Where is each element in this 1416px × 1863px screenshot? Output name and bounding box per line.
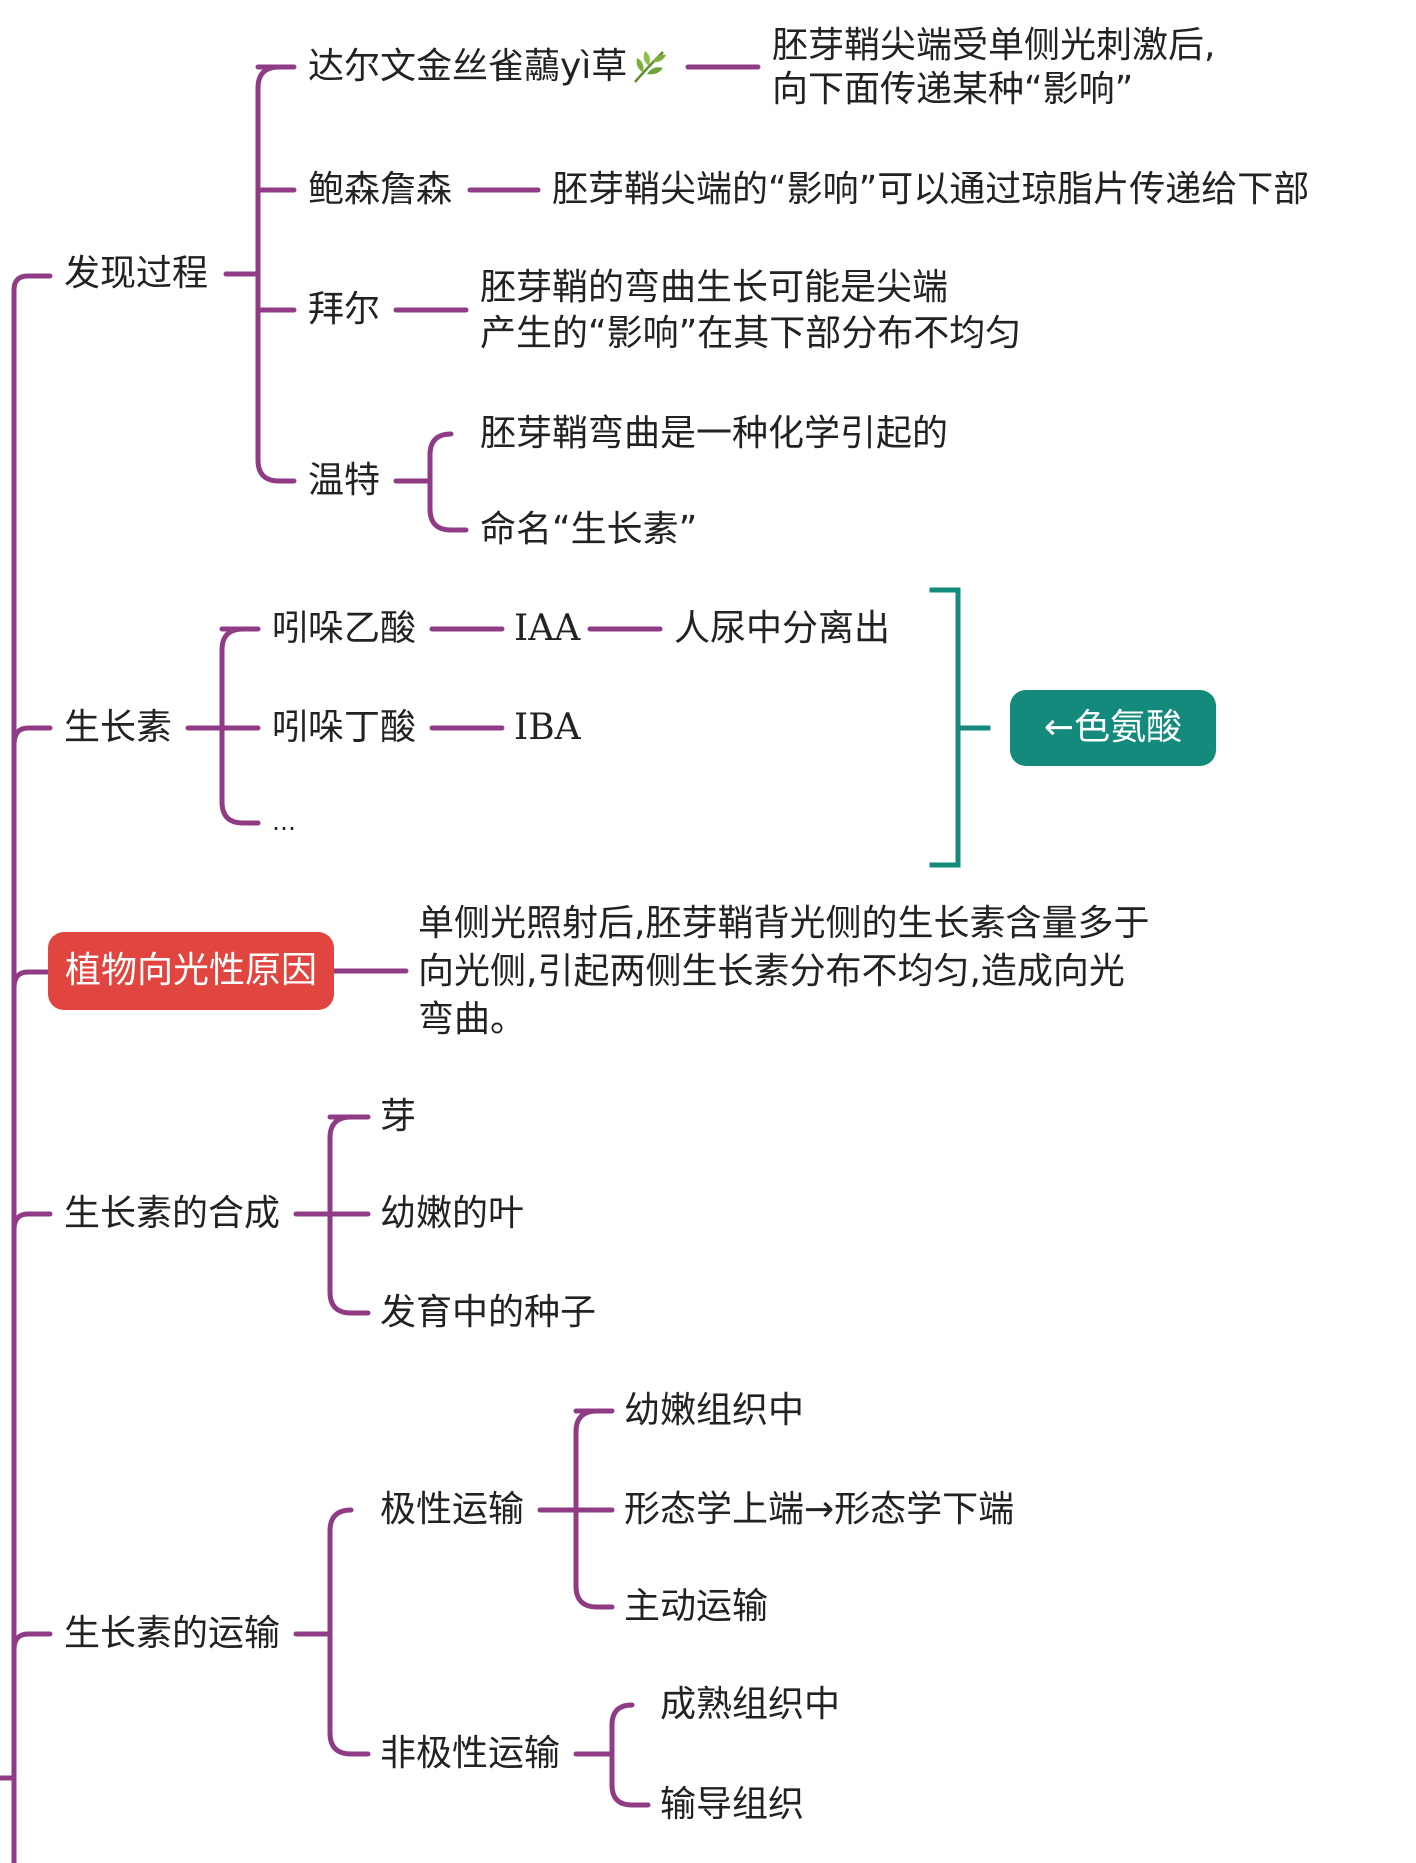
spine-to-transport [11,1631,53,1653]
transport-bracket [327,1507,371,1757]
node-tryptophan[interactable]: ←色氨酸 [1010,690,1216,766]
synthesis-site-bud[interactable]: 芽 [380,1096,417,1137]
node-boysen-jensen[interactable]: 鲍森詹森 [308,169,453,210]
paal-finding-line-1: 胚芽鞘的弯曲生长可能是尖端 [480,267,949,308]
node-synthesis[interactable]: 生长素的合成 [64,1193,281,1234]
phototropism-explanation-line-3: 弯曲。 [418,999,527,1040]
phototropism-explanation-line-1: 单侧光照射后,胚芽鞘背光侧的生长素含量多于 [418,903,1150,944]
node-nonpolar-transport[interactable]: 非极性运输 [380,1733,561,1774]
synthesis-site-developing-seed[interactable]: 发育中的种子 [380,1292,597,1333]
node-iba-name[interactable]: 吲哚丁酸 [272,707,417,748]
polar-detail-active-transport[interactable]: 主动运输 [624,1586,769,1627]
auxin-type-bracket [929,587,961,868]
node-discovery[interactable]: 发现过程 [64,253,209,294]
went-finding-2: 命名“生长素” [480,509,698,550]
went-finding-1: 胚芽鞘弯曲是一种化学引起的 [480,413,949,454]
node-iaa-abbr[interactable]: IAA [514,608,581,649]
node-transport[interactable]: 生长素的运输 [64,1613,281,1654]
spine-to-phototropism [11,969,51,991]
leaf-icon [629,46,669,86]
node-auxin[interactable]: 生长素 [64,707,173,748]
node-went[interactable]: 温特 [308,460,381,501]
node-auxin-more[interactable]: … [272,808,296,836]
node-iaa-name[interactable]: 吲哚乙酸 [272,608,417,649]
darwin-finding-line-2: 向下面传递某种“影响” [772,69,1134,110]
synthesis-site-young-leaf[interactable]: 幼嫩的叶 [380,1193,525,1234]
node-iba-abbr[interactable]: IBA [514,707,581,748]
spine-to-auxin [11,725,53,748]
darwin-name: 达尔文金丝雀虉yì草 [308,46,628,87]
nonpolar-detail-mature-tissue[interactable]: 成熟组织中 [660,1684,841,1725]
spine-to-synthesis [11,1211,53,1233]
main-spine [11,273,53,1863]
polar-detail-young-tissue[interactable]: 幼嫩组织中 [624,1390,805,1431]
paal-finding-line-2: 产生的“影响”在其下部分布不均匀 [480,313,1022,354]
darwin-finding-line-1: 胚芽鞘尖端受单侧光刺激后, [772,25,1216,66]
went-bracket [427,431,469,533]
node-darwin[interactable]: 达尔文金丝雀虉yì草 [308,43,669,91]
boysen-jensen-finding: 胚芽鞘尖端的“影响”可以通过琼脂片传递给下部 [552,169,1310,210]
phototropism-explanation-line-2: 向光侧,引起两侧生长素分布不均匀,造成向光 [418,951,1125,992]
node-polar-transport[interactable]: 极性运输 [380,1489,525,1530]
node-paal[interactable]: 拜尔 [308,289,381,330]
node-iaa-note[interactable]: 人尿中分离出 [674,608,891,649]
nonpolar-detail-conducting-tissue[interactable]: 输导组织 [660,1784,805,1825]
polar-detail-direction[interactable]: 形态学上端→形态学下端 [624,1489,1015,1530]
nonpolar-bracket [609,1702,651,1808]
discovery-bracket [255,64,297,484]
node-phototropism[interactable]: 植物向光性原因 [48,932,334,1010]
